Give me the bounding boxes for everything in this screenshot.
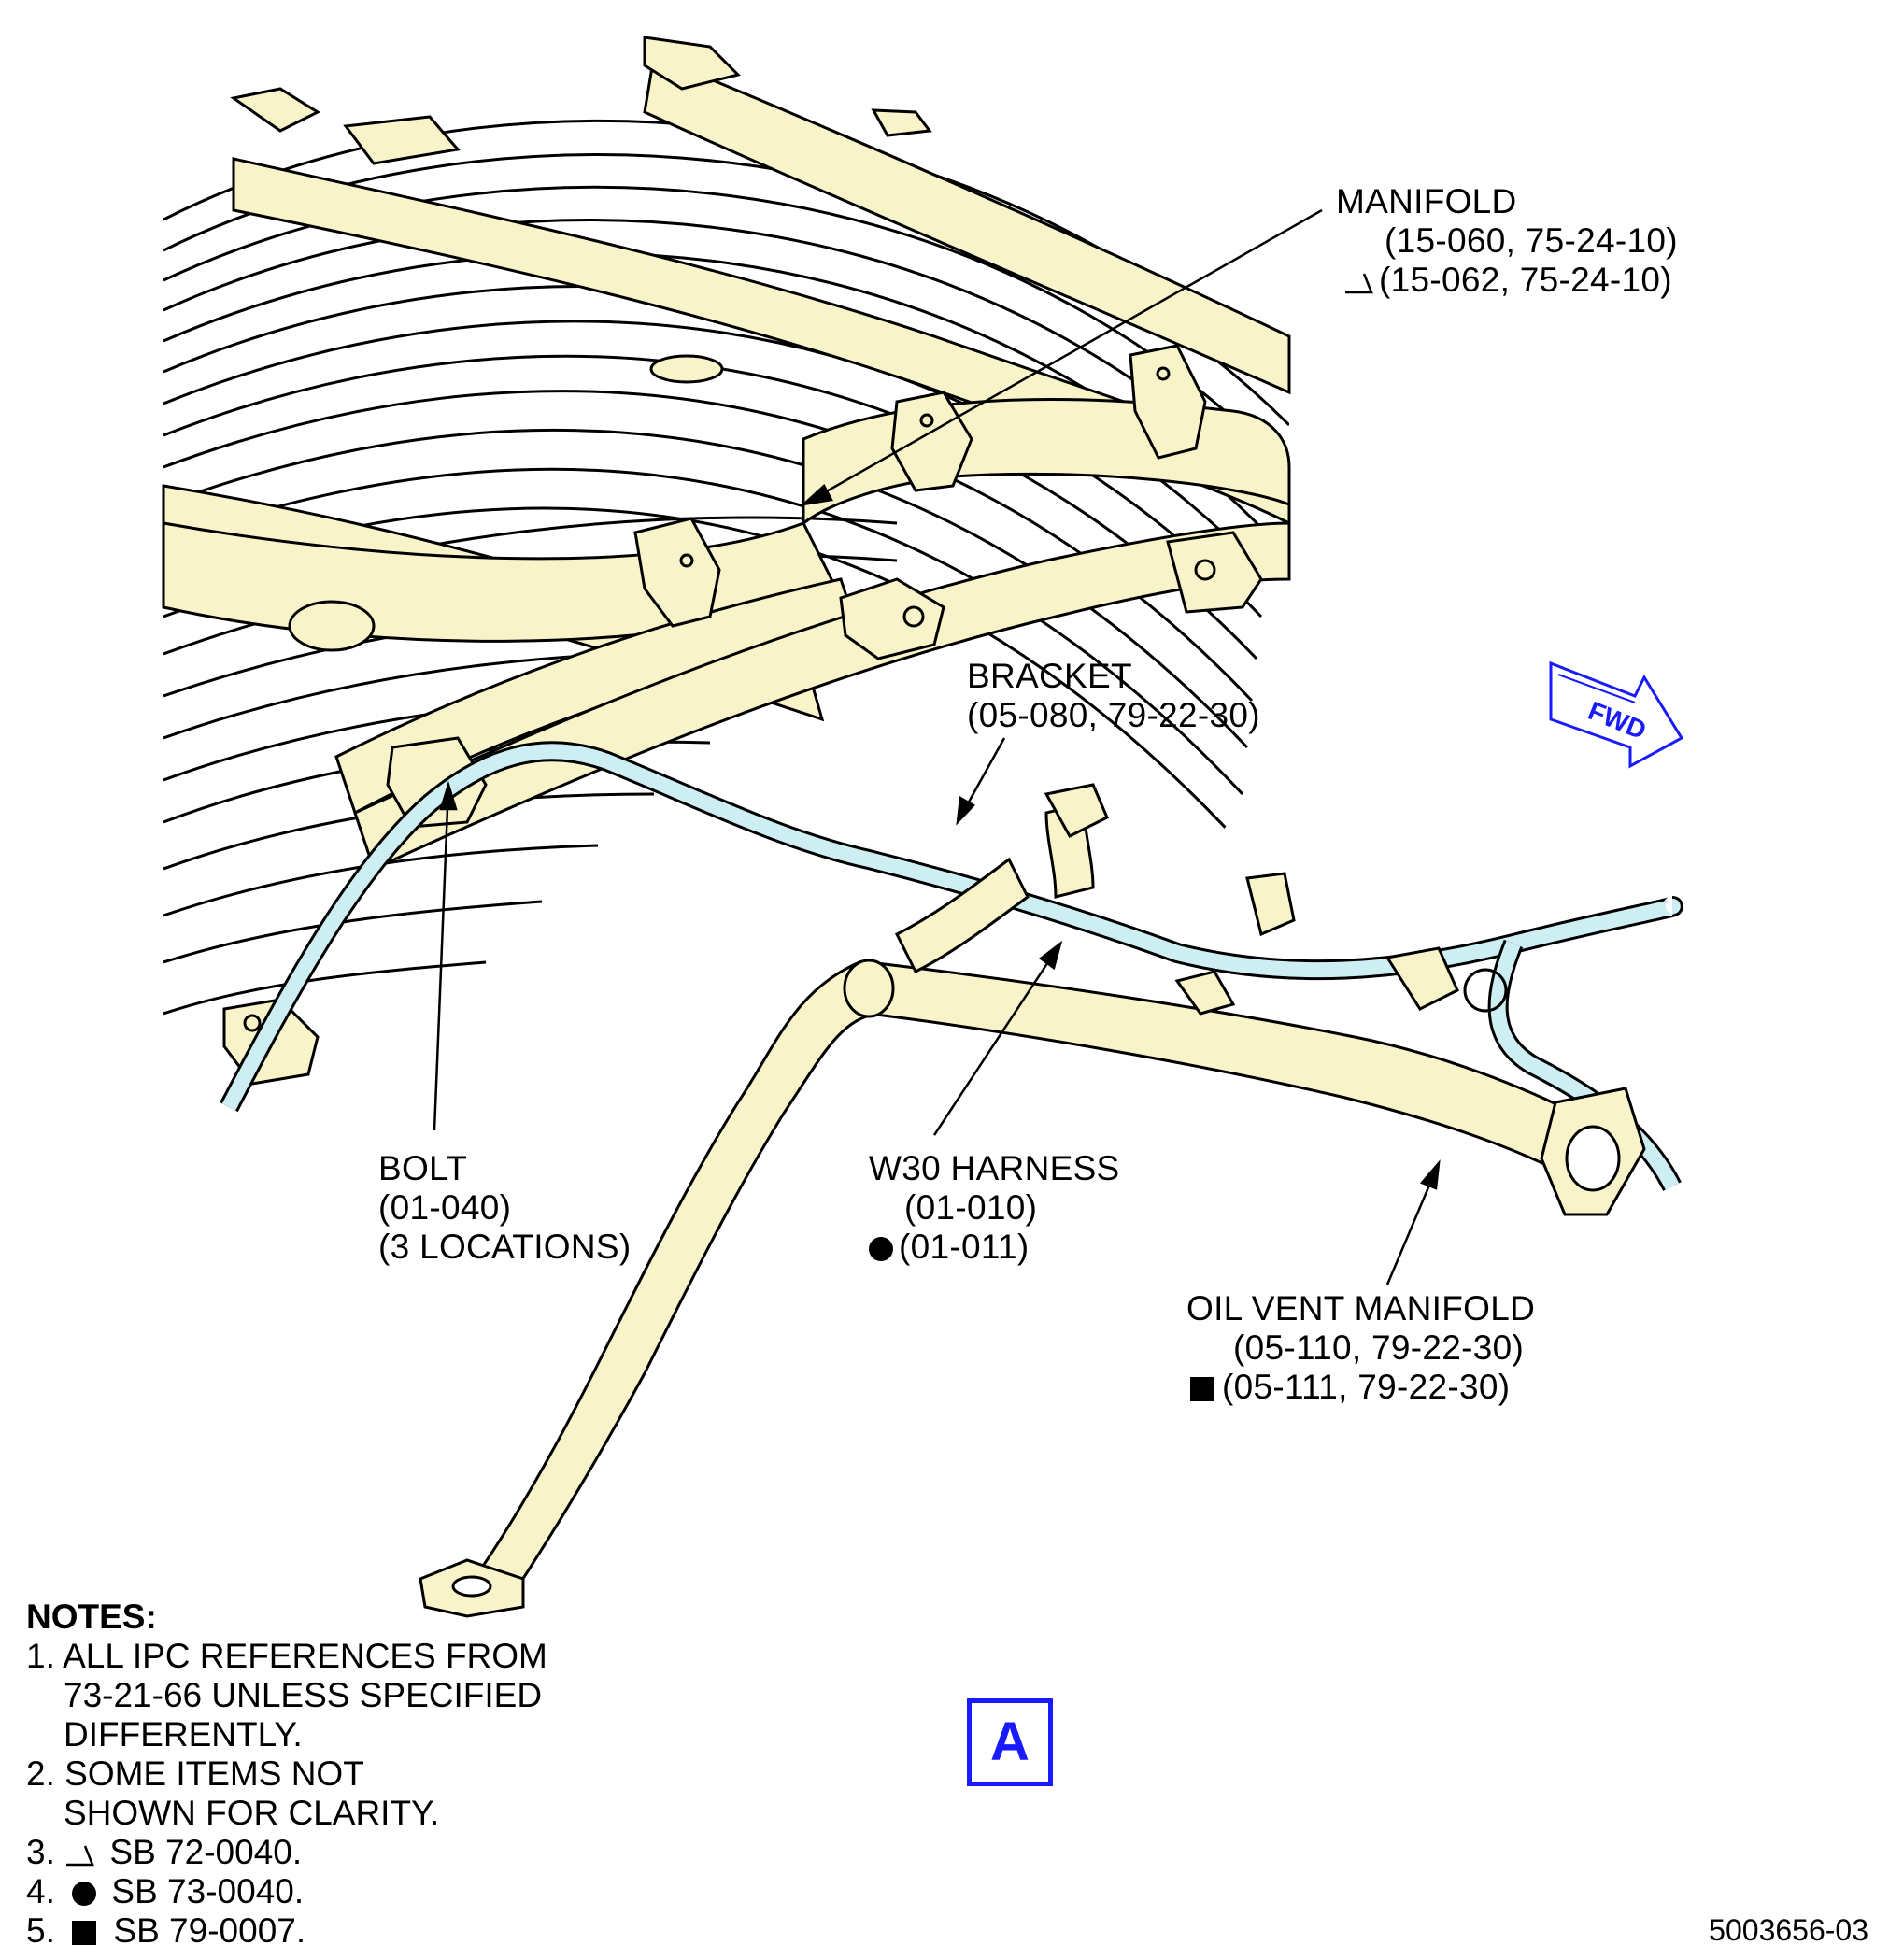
note-1-line-3: DIFFERENTLY. xyxy=(64,1715,303,1754)
figure-number: 5003656-03 xyxy=(1709,1913,1868,1947)
note-5: 5. SB 79-0007. xyxy=(26,1911,547,1951)
note-2-line-1: 2. SOME ITEMS NOT xyxy=(26,1754,364,1793)
note-3-number: 3. xyxy=(26,1833,55,1871)
bracket-label: BRACKET (05-080, 79-22-30) xyxy=(967,657,1260,735)
leader-lines xyxy=(433,208,1441,1285)
note-4-text: SB 73-0040. xyxy=(111,1872,305,1910)
note-5-text: SB 79-0007. xyxy=(113,1911,306,1950)
triangle-marker-icon xyxy=(66,1845,94,1867)
notes-block: NOTES: 1. ALL IPC REFERENCES FROM 73-21-… xyxy=(26,1598,547,1951)
bracket-ref1: (05-080, 79-22-30) xyxy=(967,696,1260,734)
circle-marker-icon xyxy=(72,1882,97,1906)
oil-vent-title: OIL VENT MANIFOLD xyxy=(1186,1289,1536,1328)
square-marker-icon xyxy=(1190,1377,1214,1401)
circle-marker-icon xyxy=(869,1237,893,1261)
note-3-text: SB 72-0040. xyxy=(109,1833,303,1871)
note-1-line-1: 1. ALL IPC REFERENCES FROM xyxy=(26,1637,547,1675)
notes-heading: NOTES: xyxy=(26,1598,157,1636)
manifold-label: MANIFOLD (15-060, 75-24-10) (15-062, 75-… xyxy=(1336,182,1678,300)
note-2-line-2: SHOWN FOR CLARITY. xyxy=(64,1794,440,1832)
triangle-marker-icon xyxy=(1345,273,1373,294)
note-1-line-2: 73-21-66 UNLESS SPECIFIED xyxy=(64,1676,543,1714)
note-4-number: 4. xyxy=(26,1872,55,1910)
manifold-title: MANIFOLD xyxy=(1336,182,1517,220)
note-5-number: 5. xyxy=(26,1911,55,1950)
oil-vent-ref1: (05-110, 79-22-30) xyxy=(1233,1328,1525,1367)
bracket-title: BRACKET xyxy=(967,657,1132,695)
bolt-ref1: (01-040) xyxy=(378,1188,512,1227)
bolt-title: BOLT xyxy=(378,1149,468,1187)
w30-title: W30 HARNESS xyxy=(869,1149,1120,1187)
bolt-ref2: (3 LOCATIONS) xyxy=(378,1228,632,1266)
bolt-label: BOLT (01-040) (3 LOCATIONS) xyxy=(378,1149,631,1267)
view-label: A xyxy=(967,1698,1053,1786)
fwd-arrow xyxy=(1549,660,1684,769)
oil-vent-manifold-label: OIL VENT MANIFOLD (05-110, 79-22-30) (05… xyxy=(1186,1289,1535,1407)
oil-vent-ref2: (05-111, 79-22-30) xyxy=(1222,1368,1511,1406)
manifold-ref1: (15-060, 75-24-10) xyxy=(1385,221,1678,260)
w30-ref2: (01-011) xyxy=(899,1228,1030,1266)
note-3: 3. SB 72-0040. xyxy=(26,1833,547,1872)
oil-vent-manifold xyxy=(419,783,1646,1618)
square-marker-icon xyxy=(72,1921,97,1945)
w30-ref1: (01-010) xyxy=(904,1188,1038,1227)
note-4: 4. SB 73-0040. xyxy=(26,1872,547,1911)
w30-harness-label: W30 HARNESS (01-010) (01-011) xyxy=(869,1149,1120,1267)
manifold-ref2: (15-062, 75-24-10) xyxy=(1379,261,1672,299)
